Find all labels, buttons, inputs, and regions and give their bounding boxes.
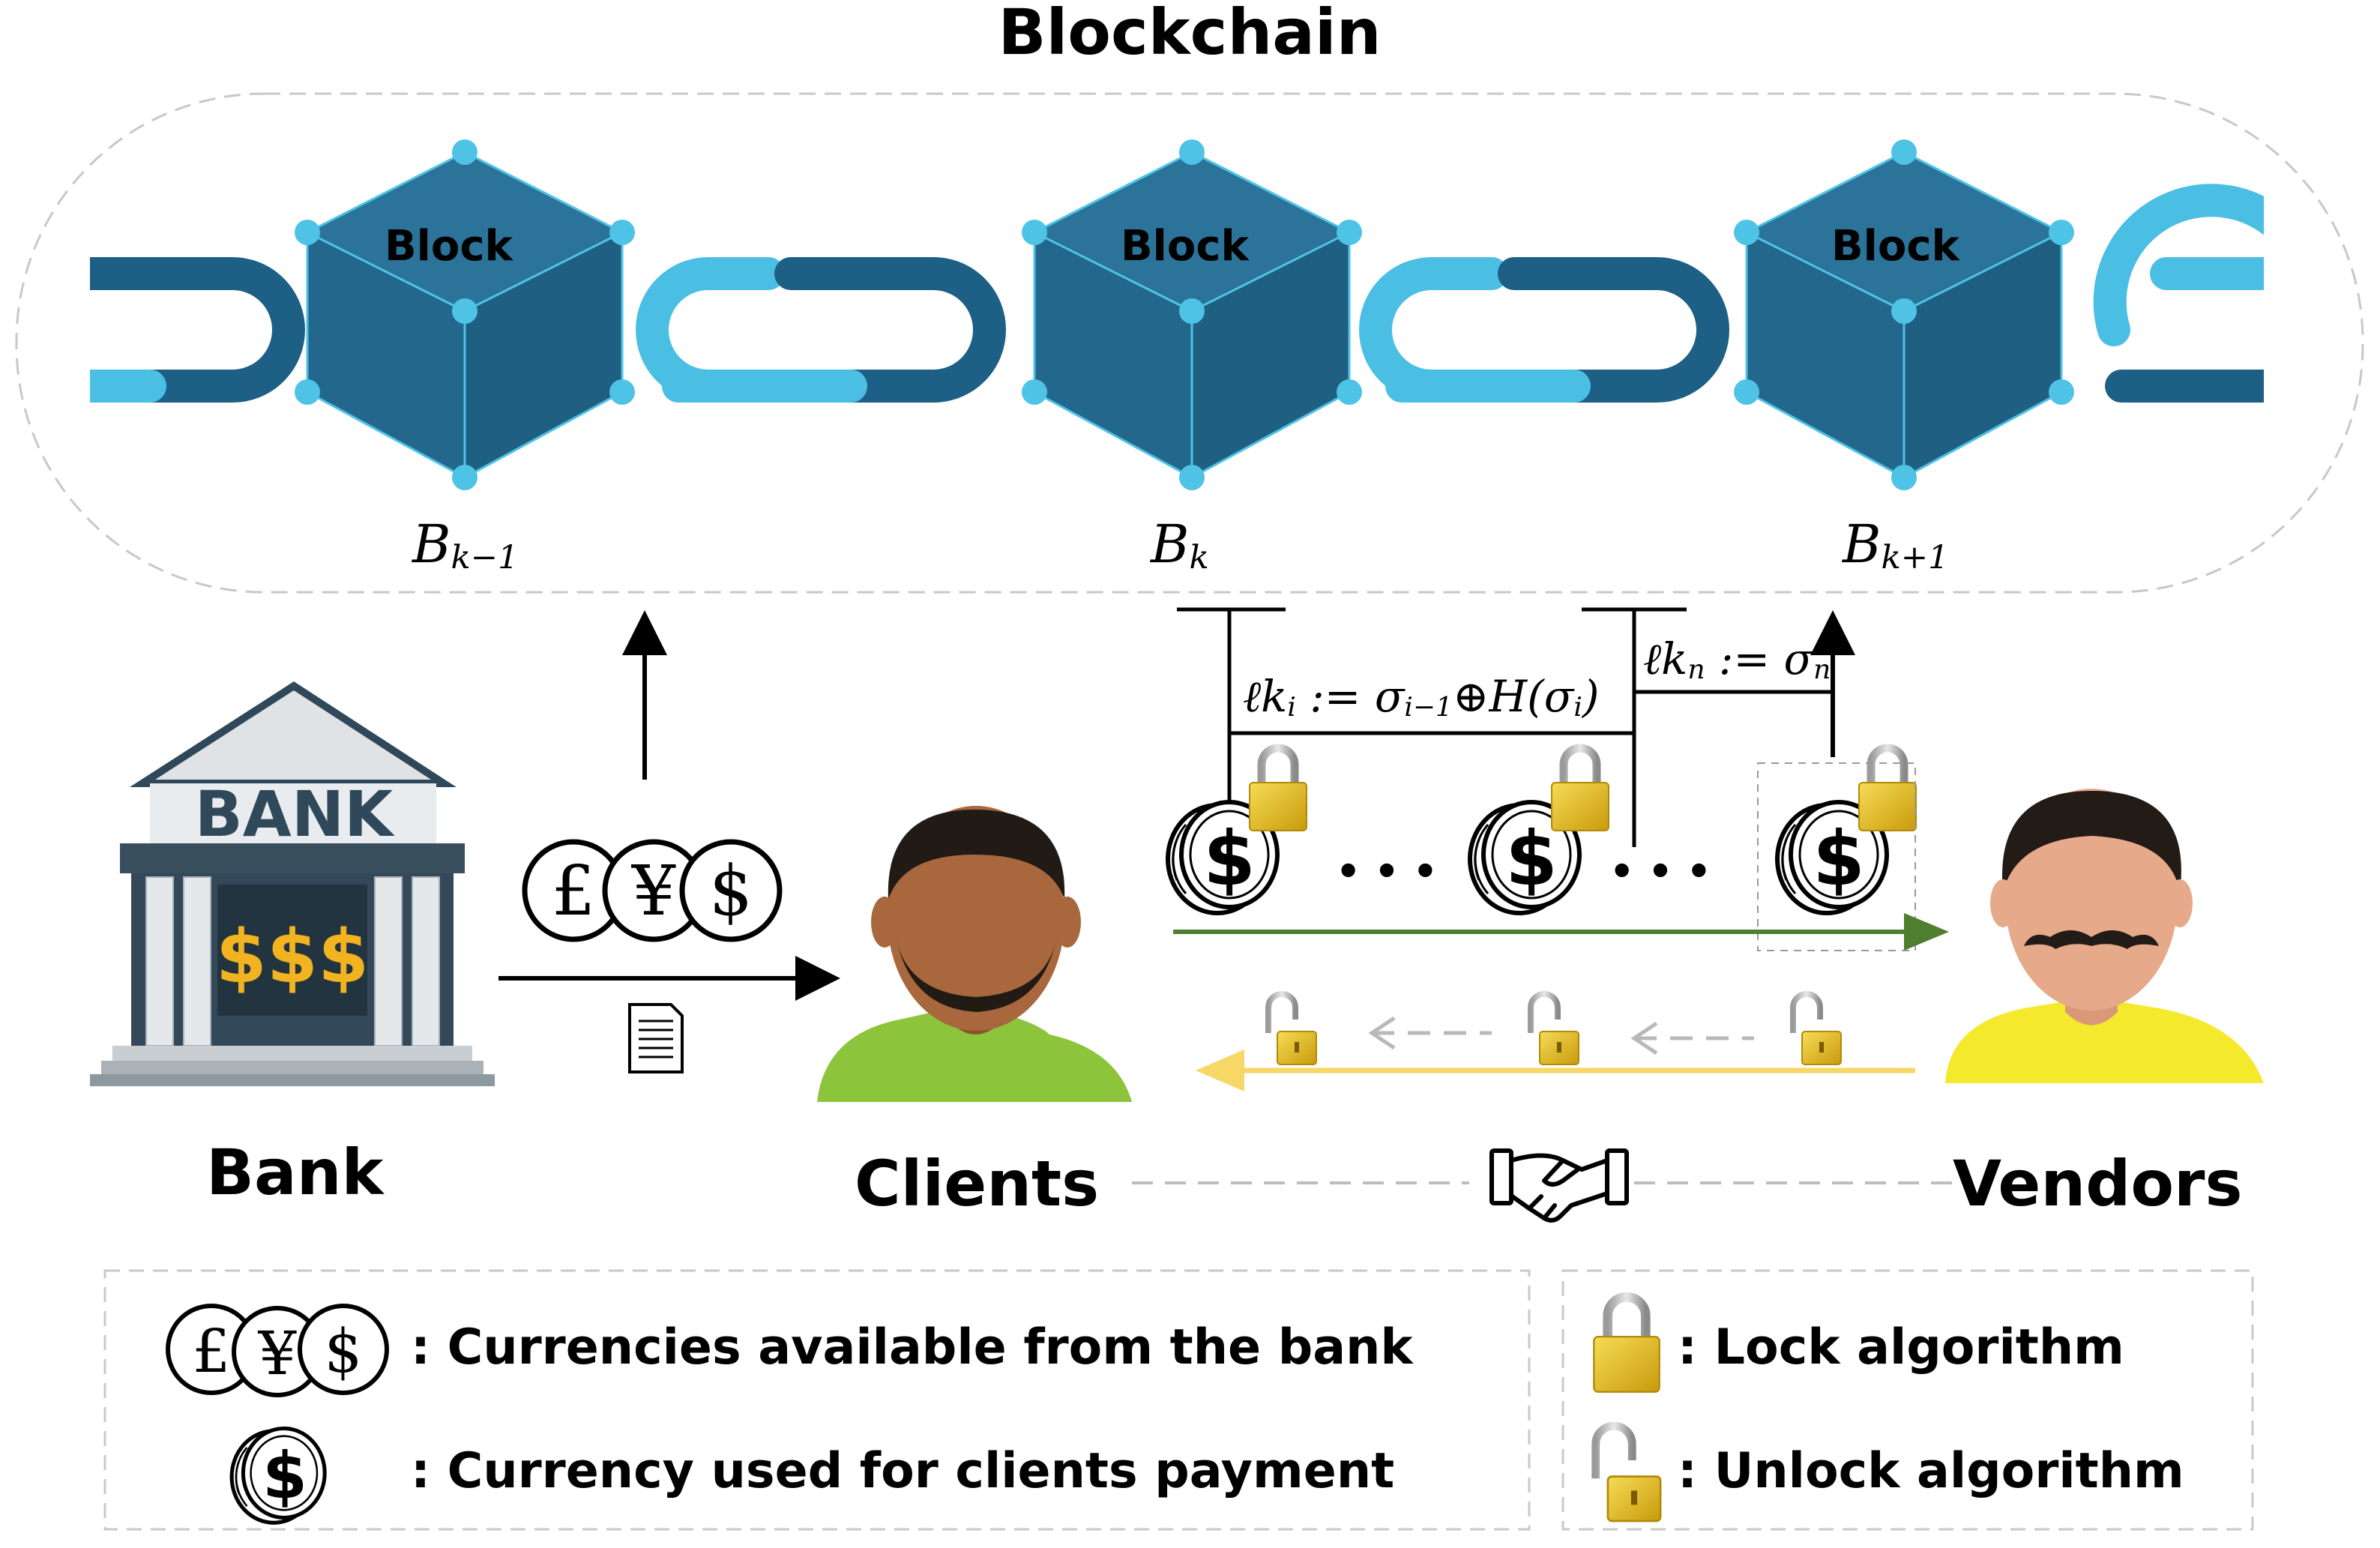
legend-unlock-text: : Unlock algorithm bbox=[1678, 1443, 2184, 1499]
block-label: Block bbox=[385, 222, 513, 271]
clients-caption: Clients bbox=[855, 1147, 1100, 1220]
dollar-symbol: $ bbox=[325, 1316, 363, 1386]
currency-coins-icon bbox=[166, 1304, 389, 1397]
bank-money: $$$ bbox=[216, 915, 370, 1000]
lock-key-brackets bbox=[1177, 607, 1833, 847]
coin-symbol: $ bbox=[1203, 815, 1256, 903]
handshake-icon bbox=[1489, 1148, 1629, 1223]
lock-icon bbox=[1594, 1297, 1659, 1392]
lock-icon bbox=[1859, 748, 1916, 831]
document-icon bbox=[628, 1003, 684, 1073]
blockchain-title: Blockchain bbox=[998, 0, 1381, 69]
unlock-icon bbox=[1793, 994, 1841, 1064]
coin-symbol: $ bbox=[262, 1439, 307, 1514]
unlock-icon bbox=[1268, 994, 1316, 1064]
chain-links bbox=[90, 184, 2264, 403]
block-name-current: Bk bbox=[1151, 514, 1209, 576]
ellipsis: • • • bbox=[1609, 849, 1711, 894]
bank-caption: Bank bbox=[206, 1136, 384, 1209]
unlock-flow-arrows bbox=[1368, 1016, 1754, 1055]
block-cube-icon bbox=[1732, 138, 2076, 492]
bank-building-icon bbox=[90, 681, 495, 1086]
vendors-caption: Vendors bbox=[1953, 1147, 2243, 1220]
latest-coin-frame bbox=[1757, 762, 1916, 951]
block-cube-icon bbox=[293, 138, 636, 492]
block-label: Block bbox=[1121, 222, 1249, 271]
block-label: Block bbox=[1831, 222, 1959, 271]
client-avatar-icon bbox=[817, 806, 1132, 1102]
chain-link-icon bbox=[90, 257, 305, 403]
yen-symbol: ¥ bbox=[258, 1319, 298, 1388]
block-cube-icon bbox=[1020, 138, 1364, 492]
formula-lock-key-i: ℓki := σi−1⊕H(σi) bbox=[1243, 671, 1600, 723]
legend-currency-used-text: : Currency used for clients payment bbox=[411, 1443, 1395, 1499]
pound-symbol: £ bbox=[193, 1316, 231, 1386]
coin-symbol: $ bbox=[1813, 815, 1865, 903]
coin-symbol: $ bbox=[1505, 815, 1558, 903]
chain-link-icon bbox=[652, 274, 989, 386]
ellipsis: • • • bbox=[1336, 849, 1438, 894]
legend-box-algorithms bbox=[1561, 1269, 2254, 1531]
currency-coins-icon bbox=[522, 839, 783, 942]
chain-link-icon bbox=[2093, 184, 2264, 403]
unlock-icon bbox=[1596, 1426, 1660, 1521]
lock-icon bbox=[1552, 748, 1609, 831]
pound-symbol: £ bbox=[552, 851, 596, 931]
block-name-next: Bk+1 bbox=[1843, 514, 1949, 576]
lock-icon bbox=[1250, 748, 1307, 831]
legend-lock-text: : Lock algorithm bbox=[1678, 1319, 2124, 1376]
blockchain-boundary bbox=[15, 92, 2364, 594]
vendor-avatar-icon bbox=[1945, 789, 2264, 1083]
legend-currencies-text: : Currencies available from the bank bbox=[411, 1319, 1413, 1376]
bank-sign: BANK bbox=[195, 777, 395, 851]
unlock-icon bbox=[1531, 994, 1579, 1064]
dollar-symbol: $ bbox=[709, 851, 753, 931]
formula-lock-key-n: ℓkn := σn bbox=[1643, 633, 1831, 686]
yen-symbol: ¥ bbox=[631, 851, 676, 931]
chain-link-icon bbox=[1376, 274, 1713, 386]
payment-arrowhead bbox=[1904, 913, 1949, 951]
block-name-prev: Bk−1 bbox=[412, 514, 519, 576]
return-arrowhead bbox=[1196, 1049, 1244, 1091]
